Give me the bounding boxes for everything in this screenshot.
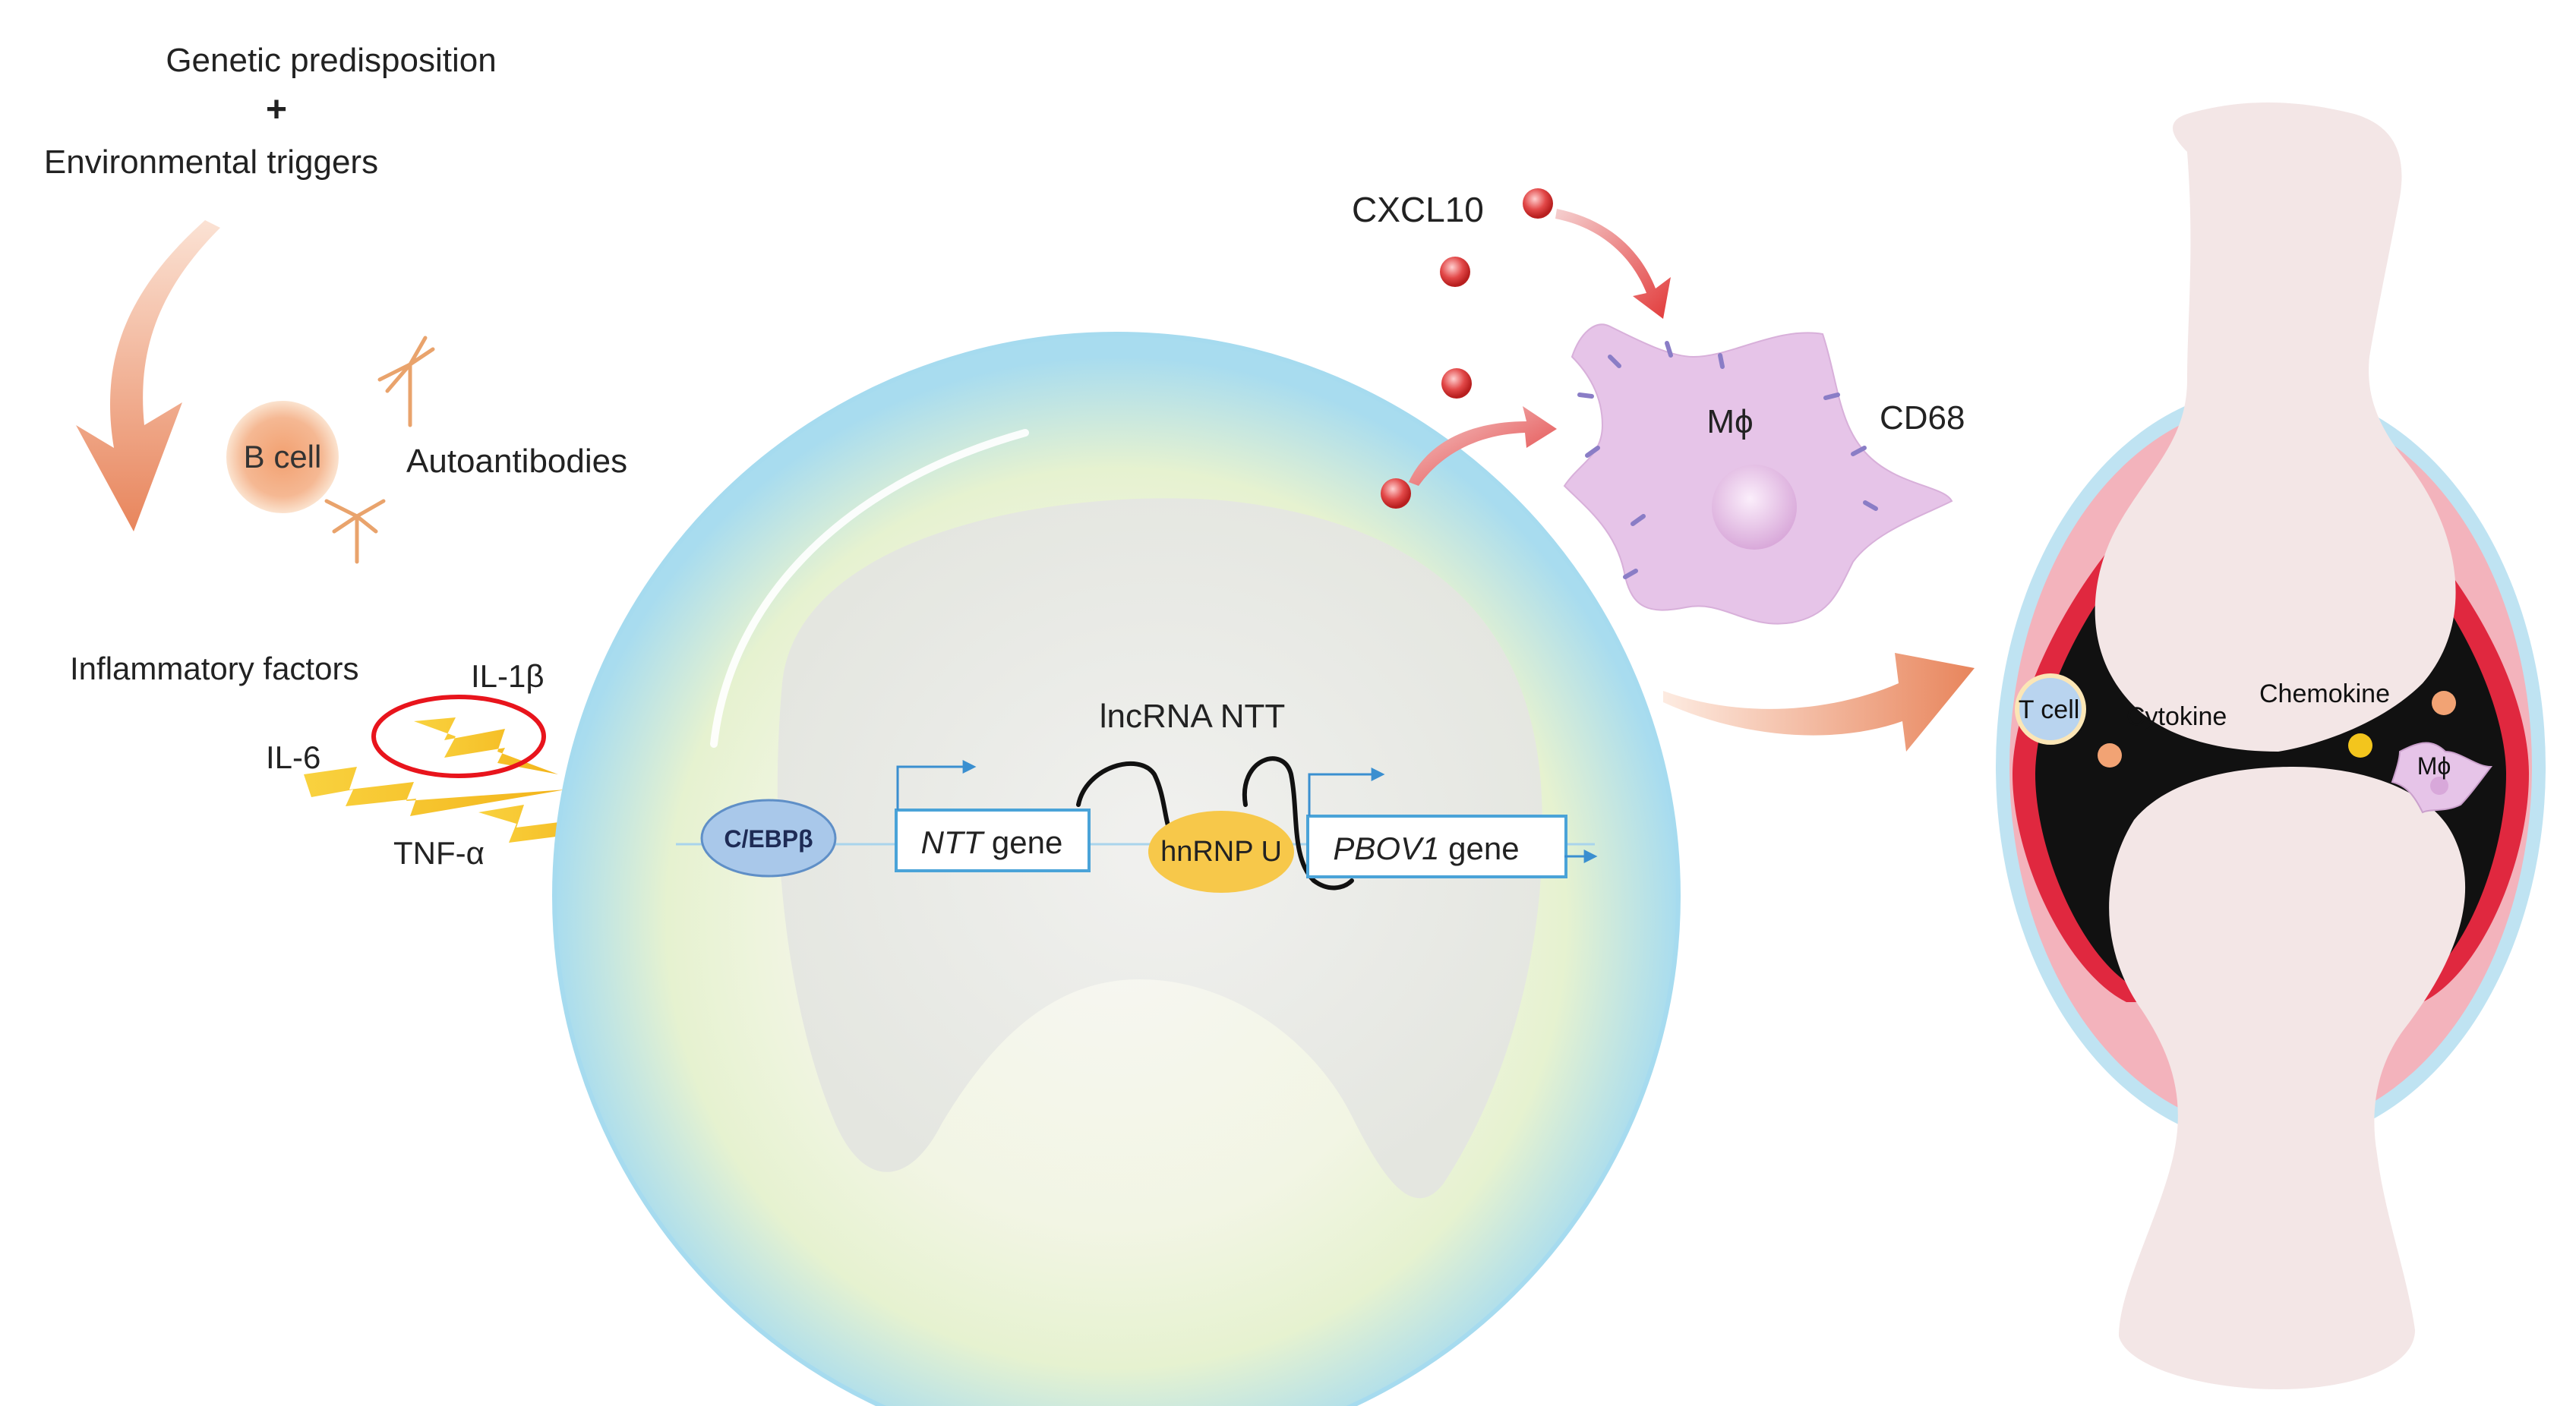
pbov1-gene-box xyxy=(1306,815,1567,878)
autoantibodies-label: Autoantibodies xyxy=(406,443,627,480)
cytokine-dot xyxy=(2098,743,2122,768)
hnrnpu-protein xyxy=(1148,811,1294,893)
chemotaxis-arrow xyxy=(1409,406,1557,486)
il1b-label: IL-1β xyxy=(471,658,545,694)
tss-arrow xyxy=(1308,768,1385,816)
cytokine-label: Cytokine xyxy=(2126,702,2227,731)
joint xyxy=(1996,102,2546,1389)
cd68-label: CD68 xyxy=(1880,399,1965,437)
upper-bone xyxy=(2095,102,2456,752)
chemokine-dot xyxy=(2432,691,2456,715)
lightning-bolt-icon xyxy=(414,717,558,774)
cxcl10-label: CXCL10 xyxy=(1352,190,1484,229)
tnfa-label: TNF-α xyxy=(393,835,485,871)
to-joint-arrow xyxy=(1663,653,1975,752)
cxcl10-dot xyxy=(1381,478,1411,509)
cxcl10-dot xyxy=(1440,257,1470,287)
ntt-gene-label: NTT gene xyxy=(921,824,1063,860)
chemokine-dot xyxy=(2348,733,2372,758)
tss-arrow xyxy=(896,760,977,810)
cebpb-protein xyxy=(700,799,837,878)
cebpb-label: C/EBPβ xyxy=(724,825,813,853)
il6-label: IL-6 xyxy=(266,739,320,775)
cxcl10-dot xyxy=(1441,368,1472,399)
joint-macrophage-nucleus xyxy=(2430,777,2448,795)
ntt-gene-box xyxy=(895,809,1091,872)
chemotaxis-arrow xyxy=(1555,209,1671,319)
antibody-icon xyxy=(377,336,435,427)
pbov1-gene-label: PBOV1 gene xyxy=(1333,831,1519,866)
joint-t-cell xyxy=(2015,673,2086,745)
chemokine-label: Chemokine xyxy=(2259,679,2390,708)
inflammatory-factors-label: Inflammatory factors xyxy=(70,651,358,686)
genetic-predisposition-label: Genetic predisposition xyxy=(166,42,496,79)
cell-highlight xyxy=(710,429,1029,748)
environmental-triggers-label: Environmental triggers xyxy=(44,143,378,181)
lncrna-strand xyxy=(1242,756,1354,891)
plus-sign: + xyxy=(266,90,287,130)
macrophage-label: Mϕ xyxy=(1706,403,1753,440)
lncrna-ntt-label: lncRNA NTT xyxy=(1100,698,1285,735)
cxcl10-dot xyxy=(1523,188,1553,219)
antibody-icon xyxy=(324,499,386,564)
highlight-circle xyxy=(371,695,546,778)
joint-t-cell-label: T cell xyxy=(2019,695,2080,724)
lightning-bolt-icon xyxy=(304,767,566,816)
joint-macrophage-label: Mϕ xyxy=(2417,752,2451,780)
b-cell xyxy=(226,401,339,513)
b-cell-label: B cell xyxy=(244,439,322,474)
cd68-receptors xyxy=(1577,341,1878,579)
macrophage-nucleus xyxy=(1712,465,1797,550)
lower-bone xyxy=(2109,767,2466,1389)
hnrnpu-label: hnRNP U xyxy=(1160,836,1282,868)
trigger-arrow xyxy=(76,220,220,531)
